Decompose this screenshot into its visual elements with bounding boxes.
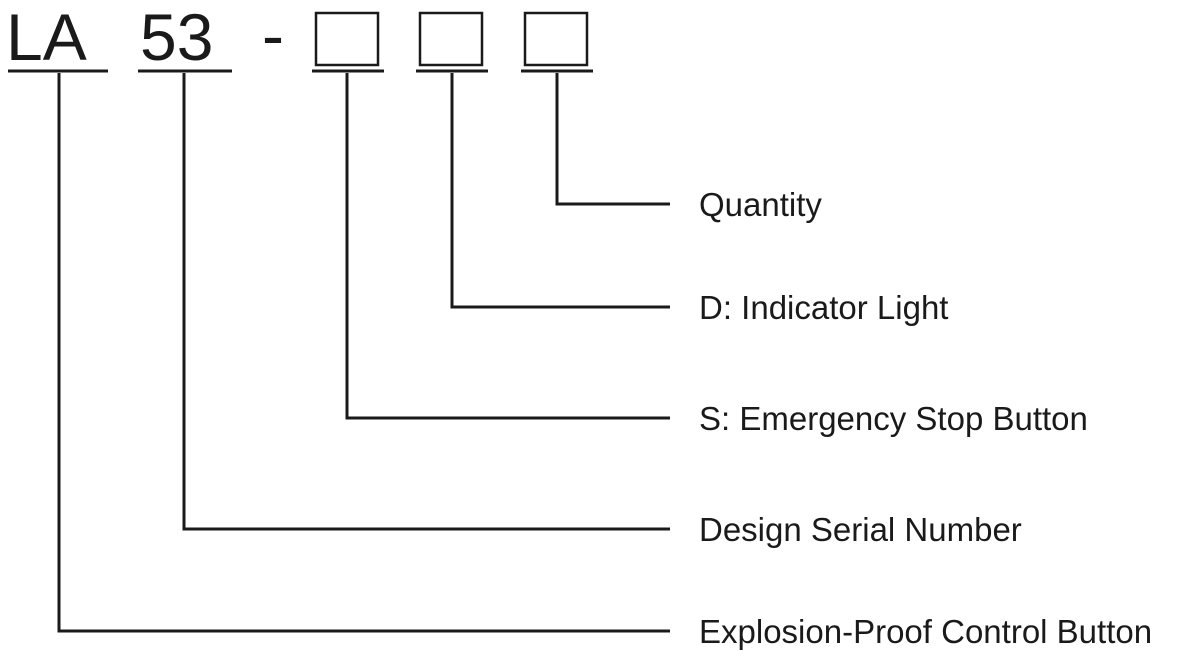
code-dash: -: [262, 0, 284, 72]
leader-indicator-light: [450, 73, 670, 309]
code-prefix: LA: [6, 0, 87, 74]
label-quantity: Quantity: [699, 186, 822, 223]
label-explosion-proof: Explosion-Proof Control Button: [699, 613, 1152, 650]
leader-emergency-stop: [345, 73, 670, 420]
leader-explosion-proof: [57, 73, 670, 633]
label-emergency-stop: S: Emergency Stop Button: [699, 400, 1088, 437]
leader-quantity: [555, 73, 670, 206]
placeholder-box-2: [418, 11, 484, 67]
label-design-serial: Design Serial Number: [699, 511, 1022, 548]
label-indicator-light: D: Indicator Light: [699, 289, 948, 326]
placeholder-box-1: [314, 11, 380, 67]
leader-design-serial: [182, 73, 670, 531]
placeholder-box-3: [523, 11, 589, 67]
code-serial: 53: [140, 0, 213, 74]
